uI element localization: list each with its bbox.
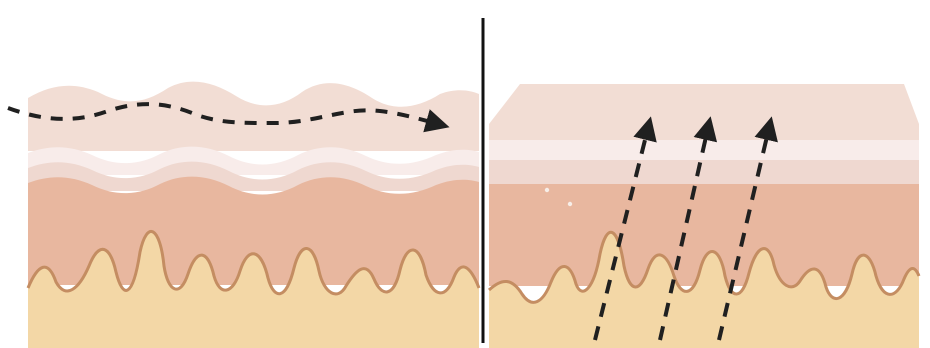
scatter-dot-1 — [545, 188, 549, 192]
right-top-band — [489, 84, 919, 140]
scatter-dot-2 — [568, 202, 572, 206]
right-panel — [489, 84, 919, 348]
right-light-band — [489, 160, 919, 184]
left-panel — [8, 82, 479, 348]
